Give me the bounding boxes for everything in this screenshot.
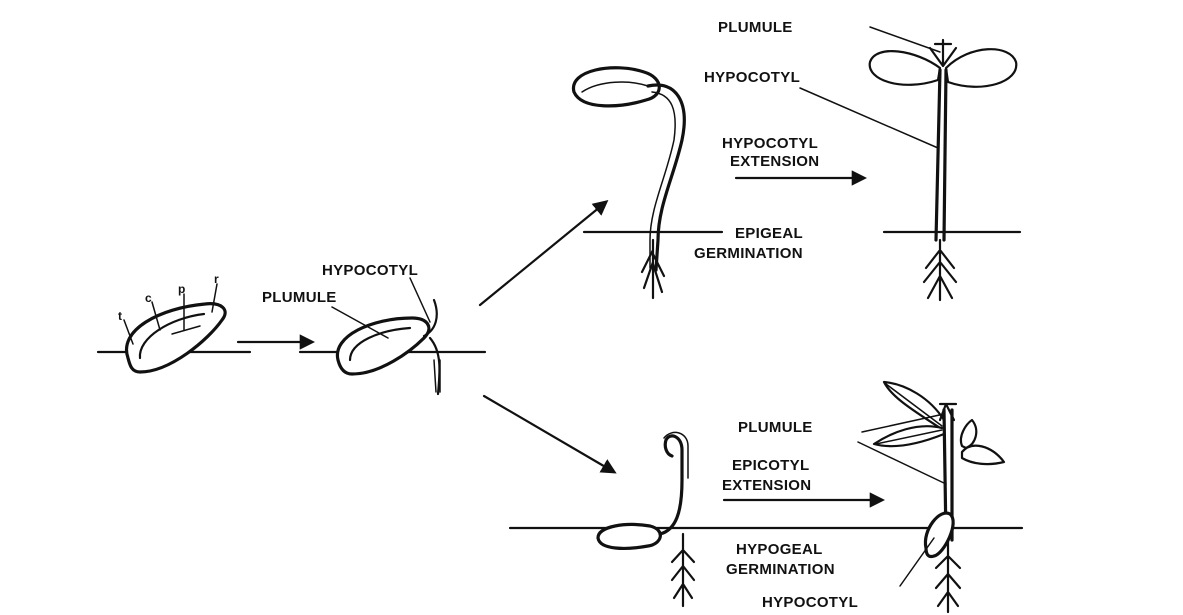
epigeal-germination-line2: GERMINATION <box>694 245 803 262</box>
epigeal-cotyledon-right <box>946 49 1016 87</box>
hypogeal-germination-line2: GERMINATION <box>726 561 835 578</box>
hypogeal-hook-roots <box>672 534 694 606</box>
hypogeal-leaf-lower <box>874 426 944 446</box>
stage2-plumule-label: PLUMULE <box>262 289 337 306</box>
epigeal-germination-line1: EPIGEAL <box>735 225 803 242</box>
seed-part-p: p <box>178 282 185 296</box>
seed-coat <box>127 304 226 372</box>
epigeal-cotyledon-left <box>870 51 940 85</box>
hypogeal-side-bud <box>961 420 976 448</box>
seed-part-t: t <box>118 309 122 323</box>
hypogeal-extension-line1: EPICOTYL <box>732 457 809 474</box>
seed-part-c: c <box>145 291 152 305</box>
seed-stage: t c p r <box>98 272 250 372</box>
arrow-to-hypogeal <box>484 396 614 472</box>
epigeal-hook-cotyledon <box>573 68 659 106</box>
hypogeal-plumule-label: PLUMULE <box>738 419 813 436</box>
hypogeal-seed-left <box>598 525 660 549</box>
epigeal-mature-roots <box>924 240 956 300</box>
hypogeal-hook-stem <box>660 436 682 534</box>
hypogeal-extension-line2: EXTENSION <box>722 477 811 494</box>
seed-part-r: r <box>214 272 219 286</box>
arrow-to-epigeal <box>480 202 606 305</box>
epigeal-mature-stem <box>936 70 946 240</box>
hypogeal-hypocotyl-label: HYPOCOTYL <box>762 594 858 611</box>
pointer-stage2-hypocotyl <box>410 278 430 322</box>
pointer-hypogeal-epicotyl <box>858 442 946 484</box>
epigeal-mature-seedling: PLUMULE HYPOCOTYL HYPOCOTYL EXTENSION EP… <box>694 19 1020 300</box>
epigeal-extension-line1: HYPOCOTYL <box>722 135 818 152</box>
epigeal-hypocotyl-label: HYPOCOTYL <box>704 69 800 86</box>
germinating-seed-coat <box>337 318 428 374</box>
hypogeal-side-leaf <box>962 446 1004 464</box>
epigeal-plumule-label: PLUMULE <box>718 19 793 36</box>
hypogeal-mature-seedling: PLUMULE EPICOTYL EXTENSION HYPOGEAL GERM… <box>722 382 1004 612</box>
pointer-epigeal-hypocotyl <box>800 88 938 148</box>
epigeal-extension-line2: EXTENSION <box>730 153 819 170</box>
epigeal-hooked-seedling <box>573 68 722 298</box>
germinating-seed-stage: HYPOCOTYL PLUMULE <box>262 262 485 394</box>
epigeal-hook-roots <box>642 240 664 298</box>
pointer-hypogeal-hypocotyl <box>900 538 934 586</box>
pointer-epigeal-plumule <box>870 27 940 52</box>
hypogeal-germination-line1: HYPOGEAL <box>736 541 823 558</box>
stage2-hypocotyl-label: HYPOCOTYL <box>322 262 418 279</box>
